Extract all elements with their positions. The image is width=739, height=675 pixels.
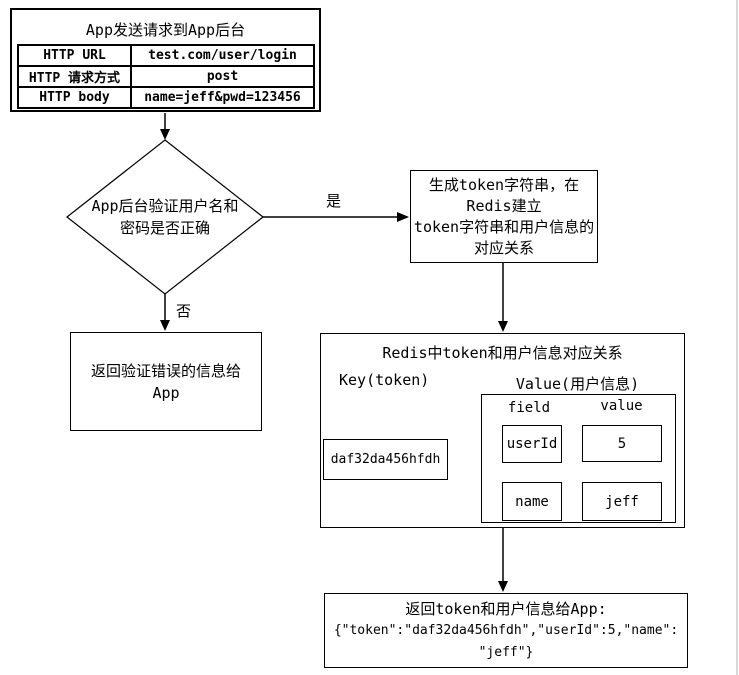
decision-text-line2: 密码是否正确 (119, 219, 210, 237)
http-body-label: HTTP body (19, 88, 132, 107)
request-box-title: App发送请求到App后台 (85, 21, 246, 39)
http-url-value: test.com/user/login (148, 48, 297, 63)
arrow-head (498, 321, 508, 332)
value-cell-userid: 5 (582, 425, 662, 462)
redis-mapping-box: Redis中token和用户信息对应关系 Key(token) Value(用户… (320, 333, 685, 528)
http-body-value: name=jeff&pwd=123456 (144, 90, 301, 105)
token-box-line1: 生成token字符串，在 (428, 175, 580, 194)
response-box-line2: {"token":"daf32da456hfdh","userId":5,"na… (333, 622, 679, 638)
http-table-row-method: HTTP 请求方式 post (19, 67, 313, 88)
error-box-line1: 返回验证错误的信息给 (90, 361, 241, 380)
response-box: 返回token和用户信息给App: {"token":"daf32da456hf… (324, 593, 688, 668)
arrow-decision-to-error (160, 294, 170, 331)
redis-value-label: Value(用户信息) (515, 375, 640, 393)
decision-text-line1: App后台验证用户名和 (91, 197, 239, 215)
yes-branch-label: 是 (326, 192, 342, 210)
no-branch-label: 否 (176, 302, 192, 320)
http-table: HTTP URL test.com/user/login HTTP 请求方式 p… (17, 44, 315, 109)
http-url-label: HTTP URL (19, 46, 132, 65)
field-cell-name: name (502, 482, 562, 521)
arrow-head (160, 129, 170, 140)
arrow-request-to-decision (160, 113, 170, 140)
value-column-header: value (600, 398, 643, 414)
value-cell-name: jeff (582, 482, 662, 521)
arrow-decision-to-token (263, 212, 409, 222)
arrow-head (397, 212, 409, 222)
arrow-head (498, 581, 508, 592)
token-box-line2: Redis建立 (466, 196, 542, 215)
http-table-row-body: HTTP body name=jeff&pwd=123456 (19, 88, 313, 107)
error-return-box: 返回验证错误的信息给 App (70, 332, 262, 431)
arrow-token-to-redis (498, 263, 508, 332)
token-generation-box: 生成token字符串，在 Redis建立 token字符串和用户信息的 对应关系 (410, 170, 598, 263)
redis-value-table: field value userId 5 name jeff (481, 394, 676, 523)
http-method-value: post (206, 69, 239, 84)
redis-key-token-box: daf32da456hfdh (323, 439, 448, 480)
request-box: App发送请求到App后台 HTTP URL test.com/user/log… (10, 8, 321, 112)
response-box-line3: "jeff"} (478, 644, 534, 660)
field-cell-userid: userId (502, 425, 562, 463)
token-box-line3: token字符串和用户信息的 (413, 217, 595, 236)
field-column-header: field (507, 400, 551, 416)
error-box-line2: App (152, 383, 180, 402)
arrow-head (160, 320, 170, 331)
decision-text: App后台验证用户名和 密码是否正确 (65, 195, 265, 239)
http-method-label: HTTP 请求方式 (19, 67, 132, 86)
response-box-line1: 返回token和用户信息给App: (405, 599, 607, 618)
token-box-line4: 对应关系 (473, 238, 534, 257)
arrow-redis-to-response (498, 528, 508, 592)
http-table-row-url: HTTP URL test.com/user/login (19, 46, 313, 67)
redis-key-label: Key(token) (339, 371, 430, 389)
redis-box-title: Redis中token和用户信息对应关系 (382, 344, 623, 362)
page-right-border (736, 0, 738, 675)
